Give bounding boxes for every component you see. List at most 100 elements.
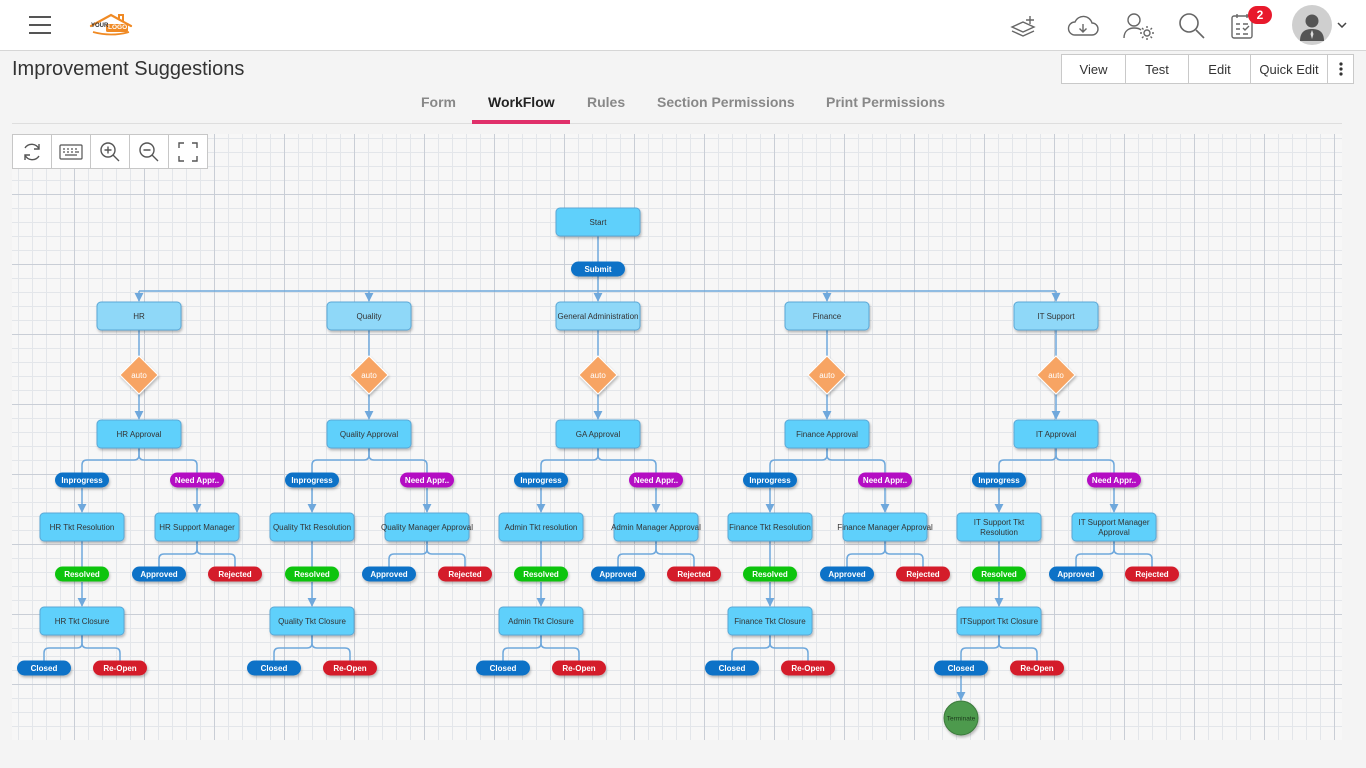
rejected-transition[interactable]: Rejected [1125,566,1179,582]
need-approval-transition[interactable]: Need Appr.. [858,472,912,488]
svg-text:General Administration: General Administration [558,312,639,321]
rejected-transition[interactable]: Rejected [896,566,950,582]
svg-text:Closed: Closed [261,664,288,673]
resolved-transition[interactable]: Resolved [514,566,568,582]
approval-node-it-support[interactable]: IT Approval [1013,419,1099,449]
resolution-node-general-administration[interactable]: Admin Tkt resolution [498,512,584,542]
manager-approval-node-finance[interactable]: Finance Manager Approval [837,512,933,542]
submit-transition[interactable]: Submit [571,261,625,277]
gateway-diamond[interactable]: auto [578,355,618,395]
reopen-transition[interactable]: Re-Open [323,660,377,676]
tasks-checklist-icon[interactable] [1229,12,1257,40]
closed-transition[interactable]: Closed [247,660,301,676]
tab-print-permissions[interactable]: Print Permissions [826,94,946,110]
tab-section-permissions[interactable]: Section Permissions [657,94,795,110]
tab-workflow[interactable]: WorkFlow [488,94,555,110]
edit-button[interactable]: Edit [1189,55,1251,83]
resolution-node-finance[interactable]: Finance Tkt Resolution [727,512,813,542]
inprogress-transition[interactable]: Inprogress [285,472,339,488]
rejected-transition[interactable]: Rejected [208,566,262,582]
rejected-transition[interactable]: Rejected [438,566,492,582]
department-node-finance[interactable]: Finance [784,301,870,331]
notification-badge[interactable]: 2 [1248,6,1272,24]
resolution-node-quality[interactable]: Quality Tkt Resolution [269,512,355,542]
user-settings-icon[interactable] [1122,12,1156,40]
approval-node-general-administration[interactable]: GA Approval [555,419,641,449]
department-node-quality[interactable]: Quality [326,301,412,331]
reopen-transition[interactable]: Re-Open [781,660,835,676]
fit-screen-button[interactable] [168,134,208,169]
approved-transition[interactable]: Approved [362,566,416,582]
approved-transition[interactable]: Approved [591,566,645,582]
need-approval-transition[interactable]: Need Appr.. [629,472,683,488]
cloud-download-icon[interactable] [1067,14,1099,38]
approval-node-quality[interactable]: Quality Approval [326,419,412,449]
gateway-diamond[interactable]: auto [807,355,847,395]
closed-transition[interactable]: Closed [476,660,530,676]
department-node-hr[interactable]: HR [96,301,182,331]
manager-approval-node-hr[interactable]: HR Support Manager [154,512,240,542]
zoom-out-button[interactable] [129,134,169,169]
gateway-diamond[interactable]: auto [119,355,159,395]
need-approval-transition[interactable]: Need Appr.. [400,472,454,488]
svg-text:Closed: Closed [719,664,746,673]
resolved-transition[interactable]: Resolved [285,566,339,582]
tab-rules[interactable]: Rules [587,94,626,110]
start-node[interactable]: Start [555,207,641,237]
inprogress-transition[interactable]: Inprogress [55,472,109,488]
svg-text:Inprogress: Inprogress [61,476,103,485]
workflow-canvas[interactable] [12,134,1342,740]
terminate-node[interactable]: Terminate [943,700,979,736]
reopen-transition[interactable]: Re-Open [1010,660,1064,676]
manager-approval-node-quality[interactable]: Quality Manager Approval [381,512,473,542]
closure-node-it-support[interactable]: ITSupport Tkt Closure [956,606,1042,636]
hamburger-menu-icon[interactable] [29,15,51,35]
gateway-diamond[interactable]: auto [1036,355,1076,395]
logo[interactable]: YOUR LOGO [89,12,133,36]
svg-text:HR Tkt Resolution: HR Tkt Resolution [50,523,115,532]
manager-approval-node-general-administration[interactable]: Admin Manager Approval [611,512,701,542]
tab-form[interactable]: Form [421,94,456,110]
inprogress-transition[interactable]: Inprogress [514,472,568,488]
department-node-it-support[interactable]: IT Support [1013,301,1099,331]
closure-node-general-administration[interactable]: Admin Tkt Closure [498,606,584,636]
need-approval-transition[interactable]: Need Appr.. [170,472,224,488]
approval-node-finance[interactable]: Finance Approval [784,419,870,449]
gateway-diamond[interactable]: auto [349,355,389,395]
resolution-node-hr[interactable]: HR Tkt Resolution [39,512,125,542]
inprogress-transition[interactable]: Inprogress [743,472,797,488]
view-button[interactable]: View [1062,55,1126,83]
closed-transition[interactable]: Closed [17,660,71,676]
test-button[interactable]: Test [1126,55,1189,83]
inprogress-transition[interactable]: Inprogress [972,472,1026,488]
reopen-transition[interactable]: Re-Open [552,660,606,676]
need-approval-transition[interactable]: Need Appr.. [1087,472,1141,488]
rejected-transition[interactable]: Rejected [667,566,721,582]
add-layers-icon[interactable] [1010,13,1038,39]
svg-text:Need Appr..: Need Appr.. [405,476,449,485]
resolved-transition[interactable]: Resolved [972,566,1026,582]
department-node-general-administration[interactable]: General Administration [555,301,641,331]
edges [43,236,1153,701]
closure-node-hr[interactable]: HR Tkt Closure [39,606,125,636]
reopen-transition[interactable]: Re-Open [93,660,147,676]
approved-transition[interactable]: Approved [820,566,874,582]
avatar[interactable] [1292,5,1332,45]
approval-node-hr[interactable]: HR Approval [96,419,182,449]
closed-transition[interactable]: Closed [934,660,988,676]
closed-transition[interactable]: Closed [705,660,759,676]
svg-text:Closed: Closed [31,664,58,673]
svg-text:Resolved: Resolved [523,570,559,579]
more-options-button[interactable] [1328,55,1353,83]
approved-transition[interactable]: Approved [1049,566,1103,582]
search-icon[interactable] [1178,12,1206,40]
quick-edit-button[interactable]: Quick Edit [1251,55,1328,83]
resolved-transition[interactable]: Resolved [55,566,109,582]
closure-node-finance[interactable]: Finance Tkt Closure [727,606,813,636]
chevron-down-icon[interactable] [1337,22,1347,28]
approved-transition[interactable]: Approved [132,566,186,582]
closure-node-quality[interactable]: Quality Tkt Closure [269,606,355,636]
resolved-transition[interactable]: Resolved [743,566,797,582]
